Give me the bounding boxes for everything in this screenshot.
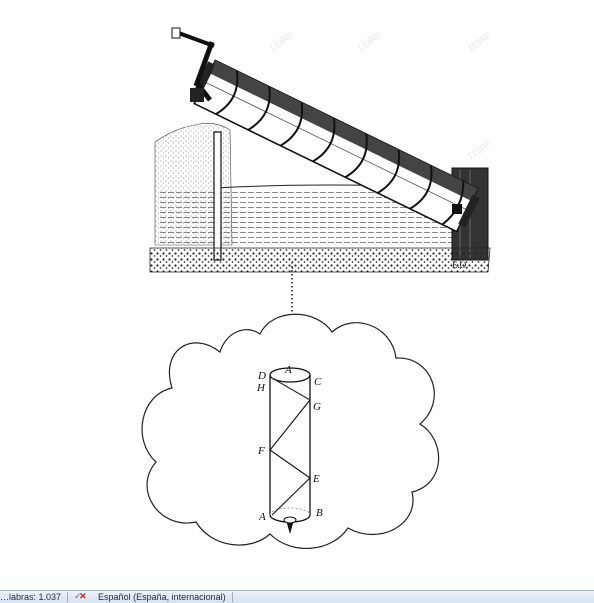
label-C: C: [314, 376, 322, 388]
spellcheck-error-icon[interactable]: ✓ ✕: [74, 591, 87, 601]
status-bar: …labras: 1.037 ✓ ✕ Español (España, inte…: [0, 590, 594, 603]
helix-line: [269, 377, 311, 516]
archimedes-screw-figure: 123RF 123RF 123RF 123RF 123RF: [141, 27, 494, 550]
helix-diagram: D H A C G F E A B: [256, 364, 323, 534]
watermark-text: 123RF: [465, 30, 493, 54]
language-label: Español (España, internacional): [98, 592, 226, 602]
label-E: E: [312, 473, 320, 485]
engraver-signature: E.O.: [452, 260, 469, 270]
axle-end: [452, 204, 462, 214]
archimedes-screw-engraving: E.O.: [149, 27, 491, 273]
crank-handle: [171, 27, 215, 102]
label-H: H: [256, 382, 266, 394]
status-divider: [67, 592, 69, 602]
label-F: F: [257, 445, 265, 457]
label-B: B: [316, 507, 323, 519]
status-divider: [231, 592, 233, 602]
language-indicator[interactable]: Español (España, internacional): [98, 591, 232, 603]
ground-strip: [149, 247, 491, 273]
label-A-top: A: [284, 364, 292, 376]
label-D: D: [257, 370, 266, 382]
word-count-label: …labras: 1.037: [0, 592, 62, 602]
watermark-text: 123RF: [355, 30, 383, 54]
word-count[interactable]: …labras: 1.037: [0, 591, 67, 603]
left-post: [213, 131, 222, 261]
watermark-text: 123RF: [267, 30, 295, 54]
watermark-text: 123RF: [465, 138, 493, 162]
label-A-bottom: A: [258, 511, 266, 523]
spout: [286, 520, 294, 534]
label-G: G: [313, 401, 321, 413]
thought-cloud: [141, 313, 440, 550]
